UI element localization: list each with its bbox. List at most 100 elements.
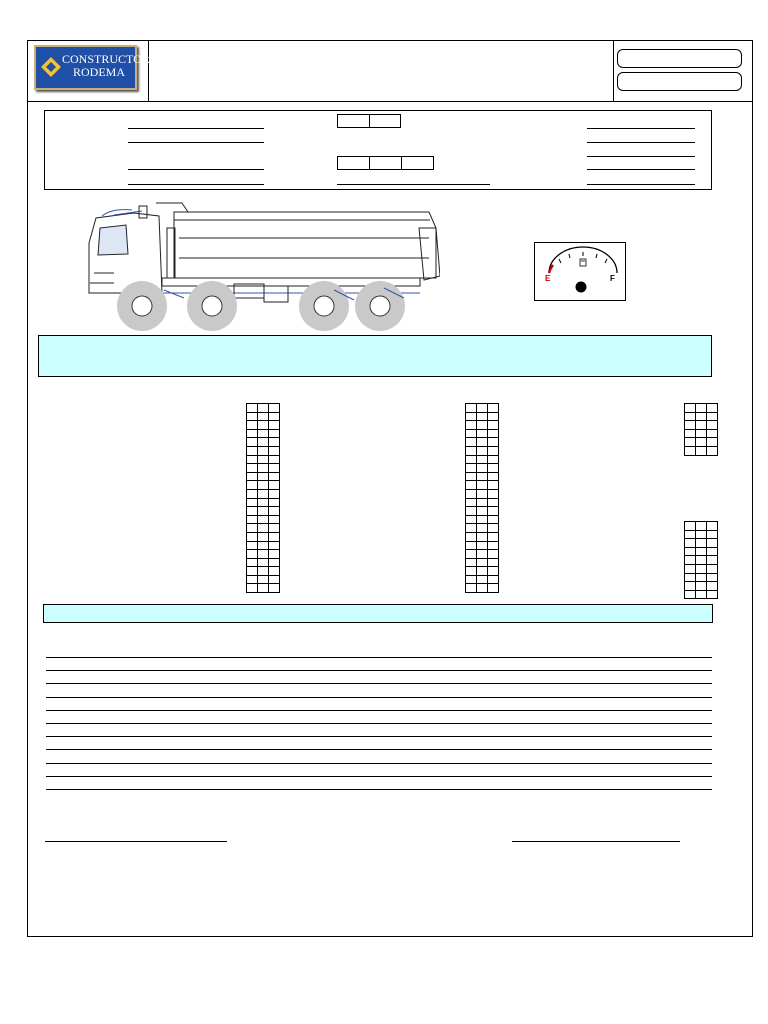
checklist-cell[interactable] [246,480,258,490]
checklist-cell[interactable] [684,538,696,548]
checklist-cell[interactable] [476,549,488,559]
checklist-cell[interactable] [257,549,269,559]
checklist-cell[interactable] [695,420,707,430]
checklist-cell[interactable] [476,514,488,525]
checklist-cell[interactable] [487,583,499,594]
checklist-cell[interactable] [257,531,269,542]
checklist-cell[interactable] [268,454,280,465]
checklist-cell[interactable] [465,445,477,456]
checklist-cell[interactable] [487,428,499,439]
observation-line[interactable] [46,736,712,738]
checklist-cell[interactable] [487,531,499,542]
checklist-cell[interactable] [246,549,258,559]
checklist-cell[interactable] [465,480,477,490]
checklist-cell[interactable] [257,497,269,508]
checklist-cell[interactable] [487,523,499,533]
checklist-cell[interactable] [476,471,488,482]
checklist-cell[interactable] [476,506,488,516]
checklist-cell[interactable] [695,563,707,574]
checklist-cell[interactable] [246,574,258,585]
checklist-cell[interactable] [487,540,499,551]
checklist-grid-middle[interactable] [465,403,499,594]
checklist-cell[interactable] [465,497,477,508]
checklist-cell[interactable] [695,445,707,456]
checklist-cell[interactable] [268,574,280,585]
checklist-cell[interactable] [257,420,269,430]
checklist-cell[interactable] [465,428,477,439]
checklist-cell[interactable] [257,403,269,413]
checklist-cell[interactable] [695,529,707,540]
checklist-cell[interactable] [257,488,269,499]
checklist-cell[interactable] [465,454,477,465]
checklist-cell[interactable] [257,463,269,473]
checklist-cell[interactable] [268,428,280,439]
checklist-cell[interactable] [246,540,258,551]
checklist-cell[interactable] [487,566,499,576]
checklist-cell[interactable] [476,574,488,585]
checklist-cell[interactable] [476,566,488,576]
info-line[interactable] [128,142,264,143]
observation-line[interactable] [46,749,712,751]
checklist-cell[interactable] [706,529,718,540]
checklist-cell[interactable] [246,523,258,533]
checklist-cell[interactable] [465,540,477,551]
checklist-cell[interactable] [268,437,280,447]
checklist-cell[interactable] [246,463,258,473]
checklist-cell[interactable] [476,428,488,439]
time-cell[interactable] [337,156,370,170]
checklist-cell[interactable] [706,420,718,430]
observation-line[interactable] [46,696,712,698]
checklist-cell[interactable] [684,403,696,413]
checklist-cell[interactable] [246,557,258,568]
checklist-cell[interactable] [465,549,477,559]
checklist-cell[interactable] [465,471,477,482]
checklist-cell[interactable] [706,445,718,456]
checklist-cell[interactable] [476,497,488,508]
info-line[interactable] [128,128,264,129]
observation-line[interactable] [46,670,712,672]
checklist-cell[interactable] [465,557,477,568]
checklist-cell[interactable] [684,521,696,531]
checklist-cell[interactable] [476,420,488,430]
checklist-cell[interactable] [487,411,499,422]
checklist-cell[interactable] [476,583,488,594]
document-code-field[interactable] [617,49,742,68]
checklist-cell[interactable] [268,506,280,516]
checklist-cell[interactable] [246,497,258,508]
checklist-cell[interactable] [465,531,477,542]
checklist-cell[interactable] [487,506,499,516]
checklist-cell[interactable] [257,540,269,551]
checklist-cell[interactable] [706,572,718,583]
checklist-cell[interactable] [268,471,280,482]
checklist-cell[interactable] [246,420,258,430]
checklist-cell[interactable] [476,540,488,551]
checklist-cell[interactable] [246,583,258,594]
checklist-cell[interactable] [487,454,499,465]
checklist-cell[interactable] [246,471,258,482]
checklist-cell[interactable] [487,437,499,447]
checklist-cell[interactable] [487,480,499,490]
checklist-cell[interactable] [257,411,269,422]
checklist-cell[interactable] [487,463,499,473]
checklist-cell[interactable] [487,420,499,430]
checklist-cell[interactable] [706,546,718,557]
checklist-cell[interactable] [268,566,280,576]
checklist-cell[interactable] [476,445,488,456]
observation-line[interactable] [46,762,712,764]
checklist-cell[interactable] [268,540,280,551]
checklist-cell[interactable] [684,420,696,430]
checklist-cell[interactable] [268,411,280,422]
checklist-cell[interactable] [695,437,707,447]
checklist-cell[interactable] [487,445,499,456]
checklist-cell[interactable] [257,471,269,482]
checklist-cell[interactable] [246,488,258,499]
checklist-cell[interactable] [695,589,707,600]
checklist-cell[interactable] [465,574,477,585]
checklist-cell[interactable] [706,428,718,439]
info-line[interactable] [587,169,695,170]
checklist-cell[interactable] [695,403,707,413]
info-line[interactable] [587,128,695,129]
document-revision-field[interactable] [617,72,742,91]
checklist-cell[interactable] [257,566,269,576]
info-line[interactable] [128,169,264,170]
